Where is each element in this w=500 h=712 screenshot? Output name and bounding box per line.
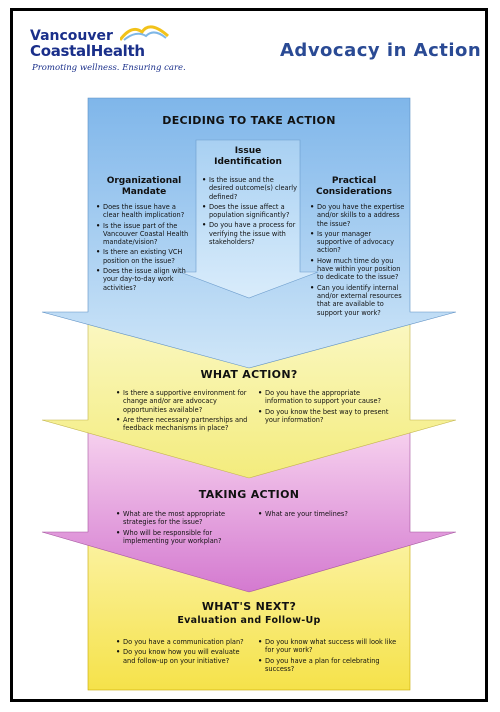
logo-line2: CoastalHealth: [30, 42, 145, 60]
practical-title-line2: Considerations: [315, 187, 393, 197]
list-item: Can you identify internal and/or externa…: [310, 284, 408, 317]
what-action-right-list: Do you have the appropriate information …: [258, 389, 398, 426]
whats-next-left-list: Do you have a communication plan? Do you…: [116, 638, 248, 667]
practical-considerations-title: Practical Considerations: [304, 176, 404, 198]
what-action-left-list: Is there a supportive environment for ch…: [116, 389, 248, 434]
list-item: Do you have the appropriate information …: [258, 389, 398, 406]
section-taking-action-arrow: [41, 431, 457, 593]
list-item: Does the issue have a clear health impli…: [96, 203, 194, 220]
list-item: What are the most appropriate strategies…: [116, 510, 248, 527]
list-item: How much time do you have within your po…: [310, 257, 408, 282]
section-whats-next-title: WHAT'S NEXT?: [201, 600, 297, 613]
list-item: Is your manager supportive of advocacy a…: [310, 230, 408, 255]
list-item: Do you have a plan for celebrating succe…: [258, 657, 398, 674]
list-item: Is the issue part of the Vancouver Coast…: [96, 222, 194, 247]
page-title: Advocacy in Action: [280, 40, 482, 61]
taking-action-right-list: What are your timelines?: [258, 510, 398, 520]
logo-line1: Vancouver: [30, 28, 113, 44]
list-item: Is the issue and the desired outcome(s) …: [202, 176, 298, 201]
list-item: Do you know what success will look like …: [258, 638, 398, 655]
section-taking-action-title: TAKING ACTION: [198, 488, 300, 501]
list-item: Do you have a communication plan?: [116, 638, 248, 647]
issue-title-line2: Identification: [214, 157, 282, 167]
section-deciding-title: DECIDING TO TAKE ACTION: [162, 114, 336, 127]
logo-coastal: Coastal: [30, 42, 91, 60]
list-item: Do you know the best way to present your…: [258, 408, 398, 425]
list-item: Are there necessary partnerships and fee…: [116, 416, 248, 433]
issue-identification-title: Issue Identification: [196, 146, 300, 168]
org-title-line1: Organizational: [106, 176, 182, 186]
list-item: Do you know how you will evaluate and fo…: [116, 648, 248, 665]
section-what-action-title: WHAT ACTION?: [200, 368, 298, 381]
logo-tagline: Promoting wellness. Ensuring care.: [32, 63, 186, 73]
issue-title-line1: Issue: [234, 146, 262, 156]
whats-next-right-list: Do you know what success will look like …: [258, 638, 398, 675]
list-item: Does the issue align with your day-to-da…: [96, 267, 194, 292]
section-what-action-arrow: [41, 313, 457, 479]
list-item: Is there a supportive environment for ch…: [116, 389, 248, 414]
practical-title-line1: Practical: [331, 176, 377, 186]
list-item: Does the issue affect a population signi…: [202, 203, 298, 220]
org-title-line2: Mandate: [121, 187, 167, 197]
list-item: Is there an existing VCH position on the…: [96, 248, 194, 265]
logo-health: Health: [90, 42, 145, 60]
list-item: Do you have a process for verifying the …: [202, 221, 298, 246]
practical-considerations-list: Do you have the expertise and/or skills …: [310, 203, 408, 319]
list-item: Do you have the expertise and/or skills …: [310, 203, 408, 228]
logo-mountain-icon: [120, 25, 169, 41]
list-item: Who will be responsible for implementing…: [116, 529, 248, 546]
list-item: What are your timelines?: [258, 510, 398, 519]
taking-action-left-list: What are the most appropriate strategies…: [116, 510, 248, 547]
organizational-mandate-list: Does the issue have a clear health impli…: [96, 203, 194, 294]
organizational-mandate-title: Organizational Mandate: [94, 176, 194, 198]
section-whats-next-subtitle: Evaluation and Follow-Up: [177, 615, 321, 626]
issue-identification-list: Is the issue and the desired outcome(s) …: [202, 176, 298, 248]
